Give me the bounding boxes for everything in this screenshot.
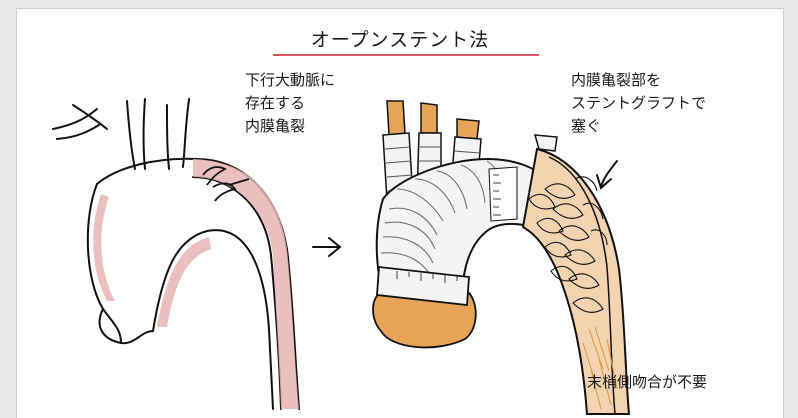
note-stent-graft: 内膜亀裂部を ステントグラフトで 塞ぐ: [571, 69, 706, 138]
note-distal-anastomosis: 末梢側吻合が不要: [587, 371, 707, 394]
transition-arrow: [313, 238, 340, 256]
note-line: 存在する: [245, 92, 335, 115]
note-line: 末梢側吻合が不要: [587, 371, 707, 394]
diagram-card: オープンステント法: [16, 8, 784, 418]
note-line: 内膜亀裂: [245, 115, 335, 138]
native-aorta: [53, 99, 299, 409]
note-line: 下行大動脈に: [245, 69, 335, 92]
note-intimal-tear: 下行大動脈に 存在する 内膜亀裂: [245, 69, 335, 138]
stent-pointer-arrow: [597, 161, 617, 188]
aortic-root: [373, 267, 476, 347]
note-line: 内膜亀裂部を: [571, 69, 706, 92]
aortic-wall-shading: [93, 159, 299, 409]
note-line: 塞ぐ: [571, 115, 706, 138]
note-line: ステントグラフトで: [571, 92, 706, 115]
